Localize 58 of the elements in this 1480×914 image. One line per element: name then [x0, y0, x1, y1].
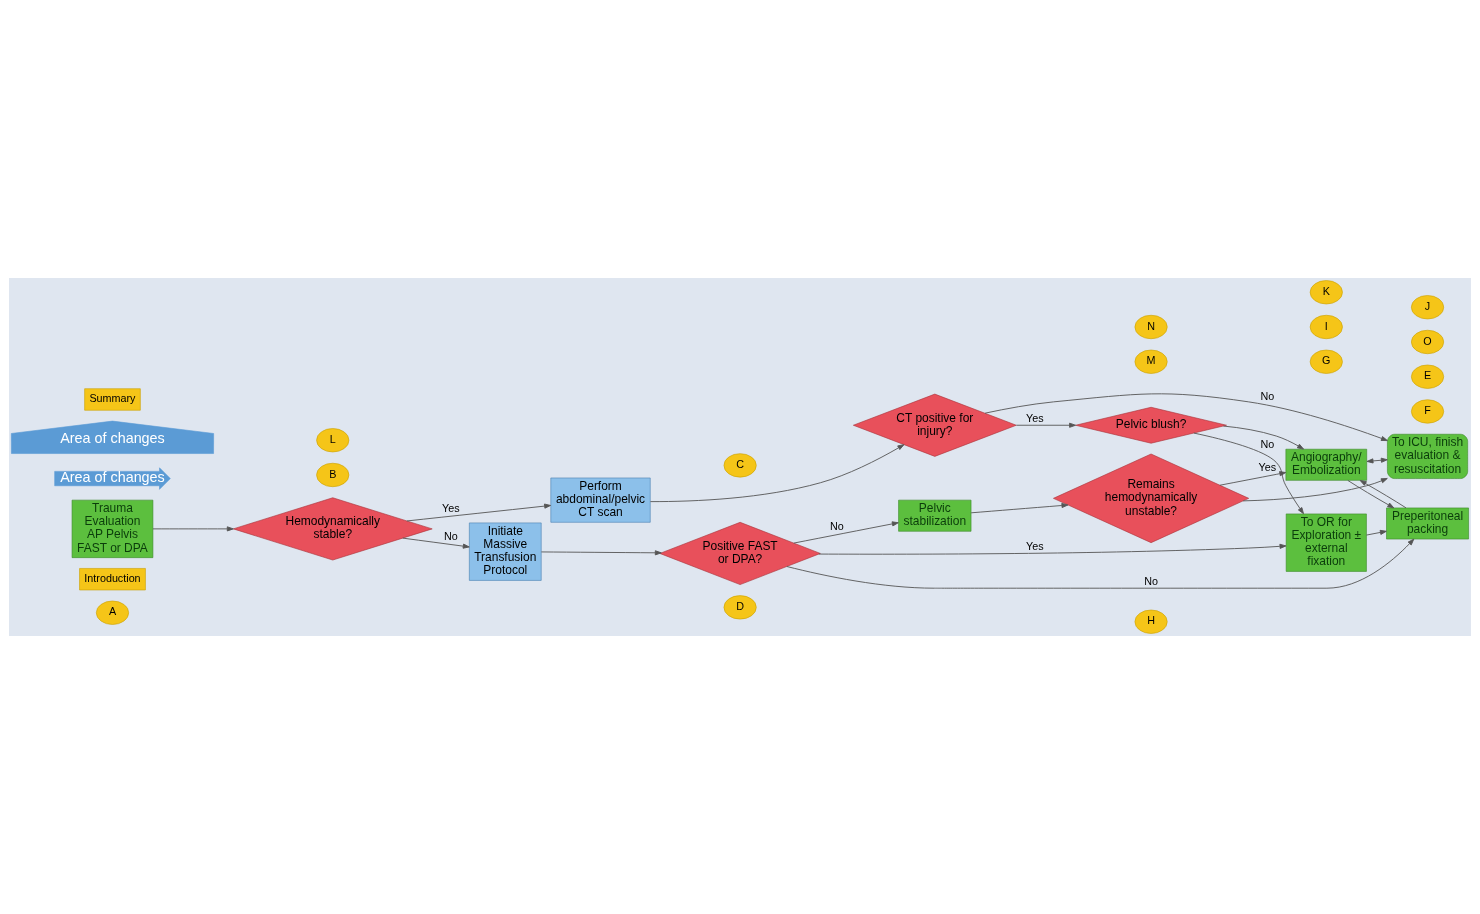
node-box: Summary [84, 388, 141, 411]
node-ellipse: I [1309, 314, 1343, 340]
node-ellipse: D [723, 595, 757, 620]
arrow [406, 503, 552, 522]
arrow [402, 537, 470, 549]
edge-label: No [829, 519, 844, 532]
node-ellipse: F [1411, 399, 1444, 424]
node-box: Perform abdominal/pelvic CT scan [550, 477, 651, 523]
edge-label: No [443, 529, 458, 542]
edge-label: No [1260, 390, 1275, 403]
node-box: Angiography/ Embolization [1285, 448, 1368, 481]
node-box: Preperitoneal packing [1386, 507, 1469, 540]
node-ellipse: J [1411, 295, 1444, 320]
edge-label: Yes [1258, 461, 1277, 474]
node-ellipse: K [1309, 280, 1343, 305]
arrow [1359, 480, 1407, 509]
arrow [818, 543, 1287, 555]
arrow [1347, 480, 1395, 509]
arrow [540, 550, 662, 556]
arrow [786, 538, 1415, 589]
node-diamond: Pelvic blush? [1075, 406, 1227, 444]
node-ellipse: E [1411, 364, 1444, 389]
edge-label: No [1260, 438, 1275, 451]
node-ellipse: B [316, 462, 350, 487]
node-box: Initiate Massive Transfusion Protocol [469, 522, 542, 581]
arrow [984, 393, 1388, 442]
edge-label: Yes [441, 502, 460, 515]
node-ellipse: A [96, 600, 129, 625]
arrow [1366, 457, 1388, 464]
arrow [649, 444, 905, 503]
arrow [1219, 471, 1287, 486]
node-ellipse: H [1134, 609, 1168, 634]
node-ellipse: M [1134, 349, 1168, 374]
arrow [1015, 422, 1076, 428]
arrow [1366, 529, 1387, 536]
node-diamond: Positive FAST or DPA? [659, 522, 821, 585]
arrow [970, 502, 1069, 514]
node-diamond: CT positive for injury? [853, 393, 1017, 457]
arrow [793, 521, 899, 544]
node-box: Introduction [79, 568, 146, 591]
node-box: Pelvic stabilization [898, 499, 972, 532]
node-box: To OR for Exploration ± external fixation [1285, 513, 1367, 572]
node-box: Trauma Evaluation AP Pelvis FAST or DPA [71, 499, 154, 558]
edge-label: Yes [1026, 411, 1044, 424]
arrow [152, 526, 234, 532]
node-ellipse: L [316, 428, 350, 453]
node-ellipse: O [1411, 329, 1444, 355]
edge-label: No [1144, 574, 1158, 587]
node-diamond: Remains hemodynamically unstable? [1053, 453, 1249, 543]
arrow [1242, 477, 1388, 502]
arrow [1193, 432, 1304, 515]
node-ellipse: C [723, 453, 757, 478]
node-box: To ICU, finish evaluation & resuscitation [1387, 433, 1468, 479]
node-ellipse: G [1309, 349, 1343, 374]
arrow [1222, 425, 1304, 450]
node-ellipse: N [1134, 314, 1168, 340]
edge-label: Yes [1026, 539, 1044, 552]
node-diamond: Hemodynamically stable? [233, 497, 433, 561]
